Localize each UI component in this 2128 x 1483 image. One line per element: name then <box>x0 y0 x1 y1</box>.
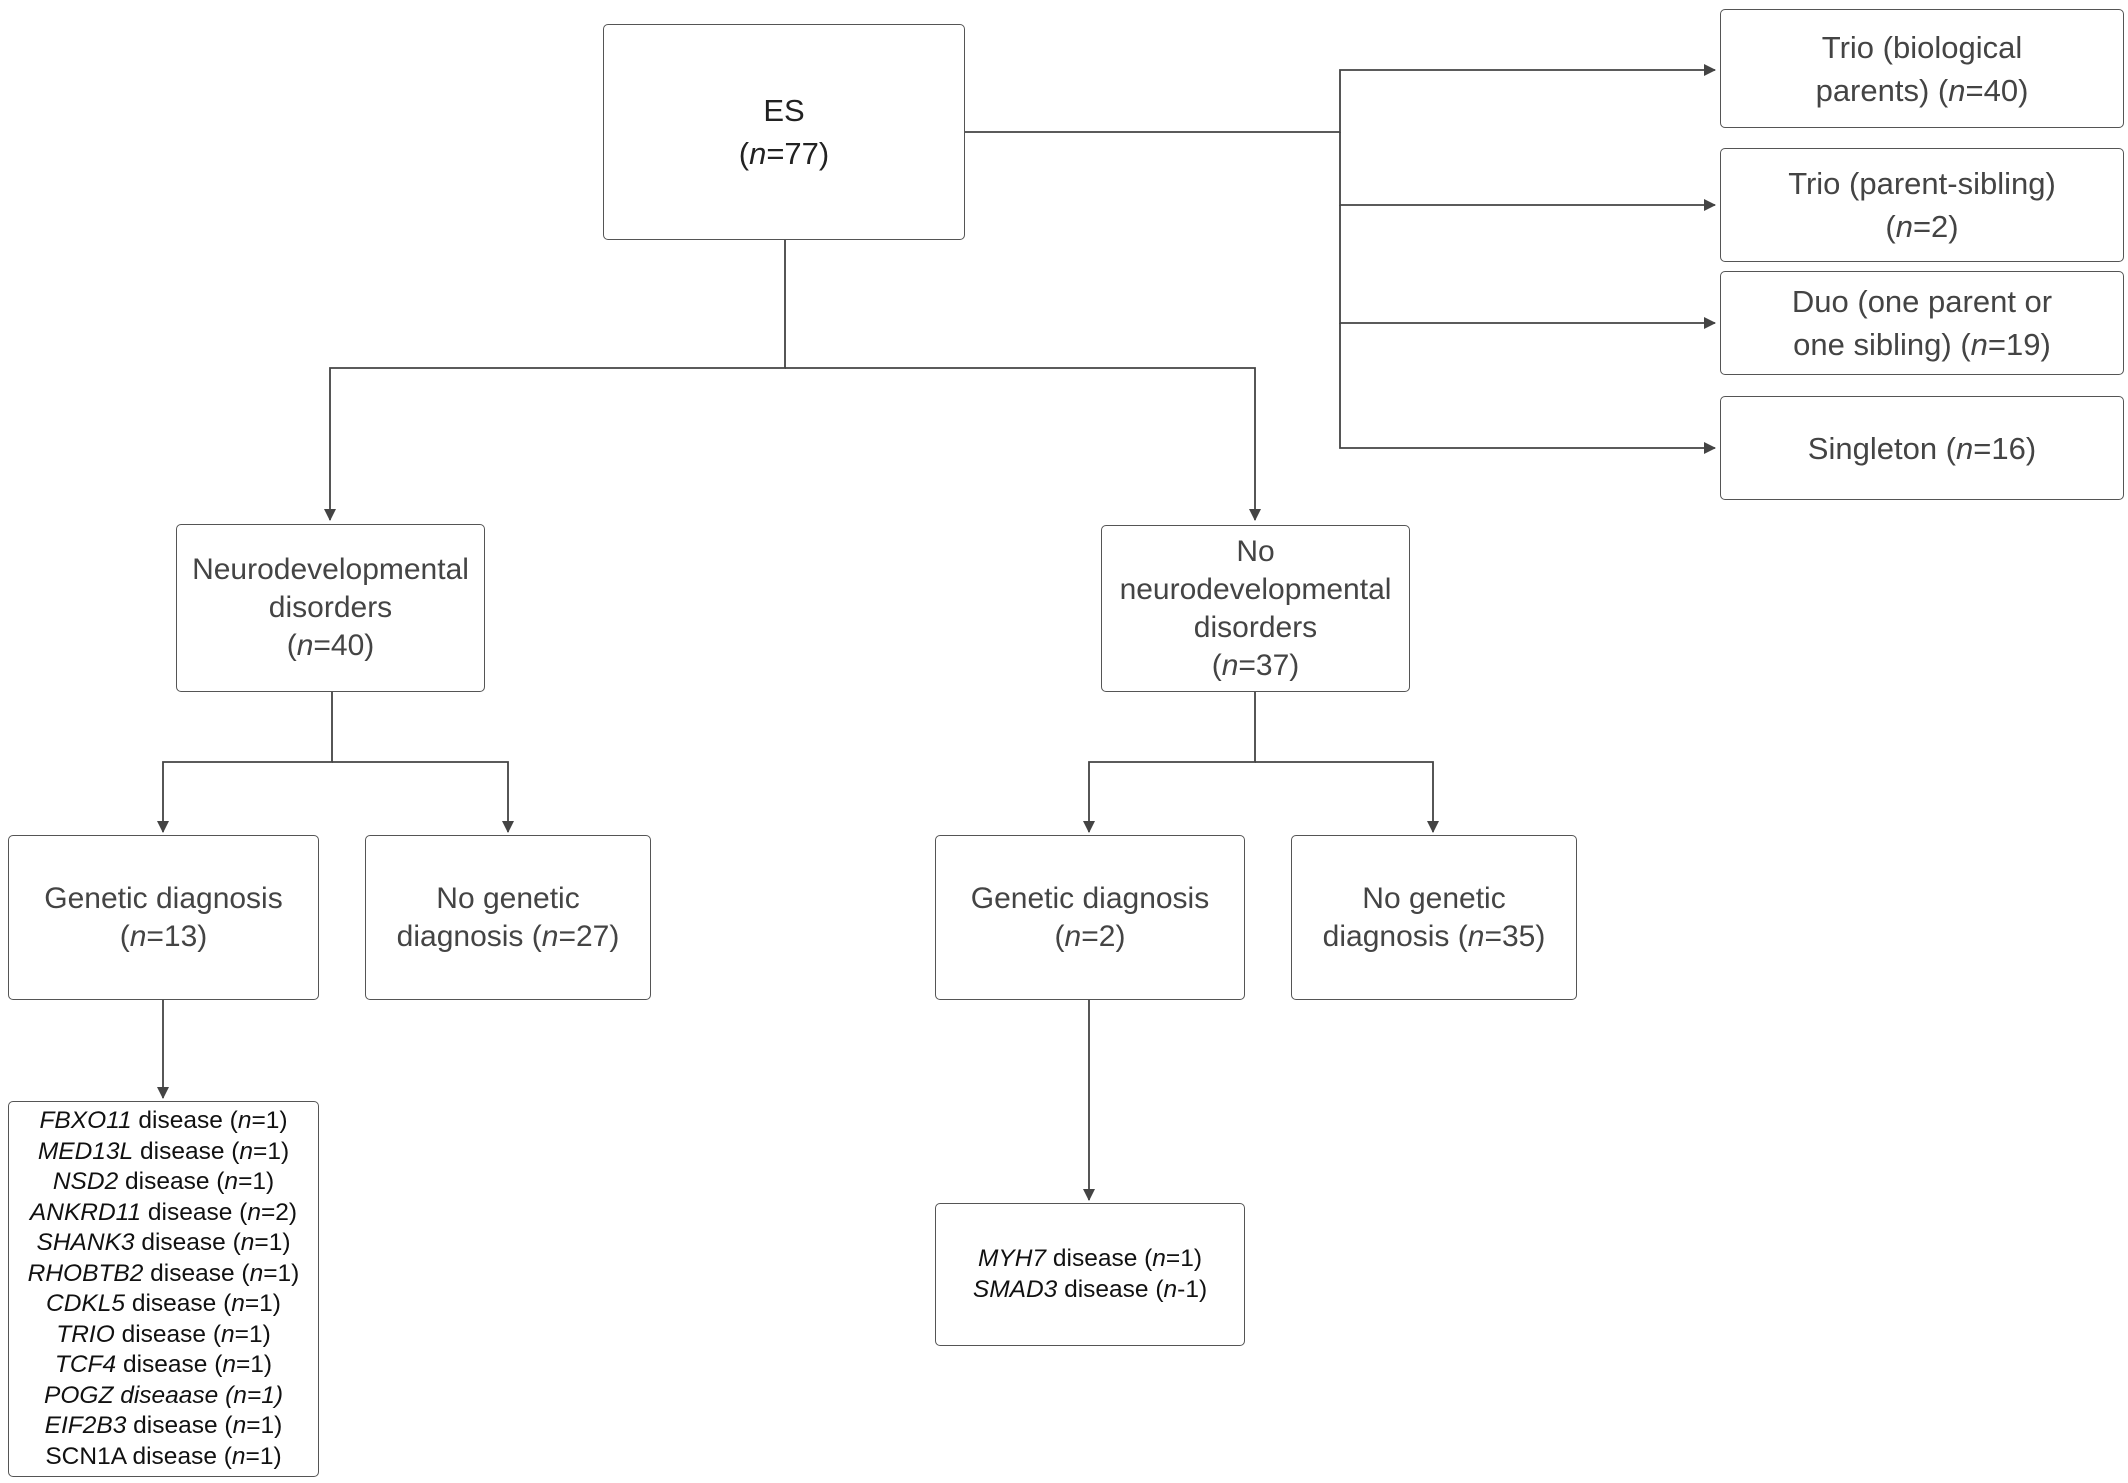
node-text-line: diagnosis (n=35) <box>1322 919 1546 953</box>
node-ndd-genetic-diagnosis: Genetic diagnosis (n=13) <box>8 835 319 1000</box>
node-singleton: Singleton (n=16) <box>1720 396 2124 500</box>
disease-item: MED13L disease (n=1) <box>37 1137 290 1165</box>
disease-item: MYH7 disease (n=1) <box>977 1245 1203 1272</box>
node-text-line: No <box>1236 534 1275 568</box>
node-trio-biological: Trio (biological parents) (n=40) <box>1720 9 2124 128</box>
disease-item: ANKRD11 disease (n=2) <box>29 1198 298 1226</box>
disease-item: SMAD3 disease (n-1) <box>972 1275 1208 1303</box>
node-text-line: Duo (one parent or <box>1791 284 2053 319</box>
edge-nondd-nodx <box>1255 761 1439 833</box>
disease-item: POGZ diseaase (n=1) <box>44 1381 283 1409</box>
disease-item: CDKL5 disease (n=1) <box>46 1290 281 1317</box>
node-text-line: Singleton (n=16) <box>1807 430 2037 466</box>
edge-root-split <box>324 240 786 521</box>
edge-nondd-dx <box>1083 692 1256 833</box>
node-text-line: (n=2) <box>1054 919 1126 953</box>
disease-item: TRIO disease (n=1) <box>56 1320 271 1348</box>
edge-ndd-dx <box>157 692 333 833</box>
node-text-line: Neurodevelopmental <box>192 553 469 586</box>
edge-root-duo <box>1339 205 1716 329</box>
disease-item: EIF2B3 disease (n=1) <box>44 1412 283 1439</box>
node-text-line: diagnosis (n=27) <box>396 919 620 953</box>
node-text-line: disorders <box>1193 610 1318 644</box>
node-text-line: Trio (biological <box>1821 29 2023 65</box>
node-nondd-disease-list: MYH7 disease (n=1) SMAD3 disease (n-1) <box>935 1203 1245 1346</box>
disease-item: SCN1A disease (n=1) <box>45 1442 282 1470</box>
disease-item: TCF4 disease (n=1) <box>54 1351 273 1378</box>
node-text-line: parents) (n=40) <box>1815 72 2029 108</box>
node-text-line: Genetic diagnosis <box>970 881 1210 915</box>
disease-item: FBXO11 disease (n=1) <box>39 1107 288 1134</box>
edge-root-no-ndd <box>785 367 1261 521</box>
disease-item: NSD2 disease (n=1) <box>52 1168 275 1195</box>
disease-item: SHANK3 disease (n=1) <box>36 1229 291 1256</box>
edge-ndd-nodx <box>332 761 514 833</box>
node-text-line: Trio (parent-sibling) <box>1788 166 2056 201</box>
node-trio-parent-sibling: Trio (parent-sibling) (n=2) <box>1720 148 2124 262</box>
node-no-neurodevelopmental: No neurodevelopmental disorders (n=37) <box>1101 525 1410 692</box>
node-text-line: one sibling) (n=19) <box>1793 327 2051 362</box>
node-duo: Duo (one parent or one sibling) (n=19) <box>1720 271 2124 375</box>
node-text-line: Genetic diagnosis <box>44 881 283 915</box>
node-text-line: (n=13) <box>119 919 208 953</box>
node-text-line: No genetic <box>436 881 580 915</box>
node-nondd-no-genetic-diagnosis: No genetic diagnosis (n=35) <box>1291 835 1577 1000</box>
edge-root-singleton <box>1339 323 1716 454</box>
node-ndd-no-genetic-diagnosis: No genetic diagnosis (n=27) <box>365 835 651 1000</box>
disease-item: RHOBTB2 disease (n=1) <box>27 1259 300 1287</box>
edge-root-trio-bio <box>965 64 1716 133</box>
edge-root-trio-sib <box>1339 132 1716 211</box>
node-text-line: disorders <box>268 591 393 624</box>
node-nondd-genetic-diagnosis: Genetic diagnosis (n=2) <box>935 835 1245 1000</box>
node-text-line: (n=2) <box>1885 209 1959 244</box>
node-text-line: (n=37) <box>1211 648 1300 682</box>
node-text-line: No genetic <box>1362 881 1506 915</box>
node-ndd-disease-list: FBXO11 disease (n=1) MED13L disease (n=1)… <box>8 1101 319 1477</box>
node-es: ES (n=77) <box>603 24 965 240</box>
node-text-line: (n=40) <box>286 629 375 662</box>
node-neurodevelopmental: Neurodevelopmental disorders (n=40) <box>176 524 485 692</box>
node-text-line: neurodevelopmental <box>1119 572 1392 606</box>
node-es-label: ES <box>763 93 805 128</box>
node-es-count: (n=77) <box>738 136 830 171</box>
